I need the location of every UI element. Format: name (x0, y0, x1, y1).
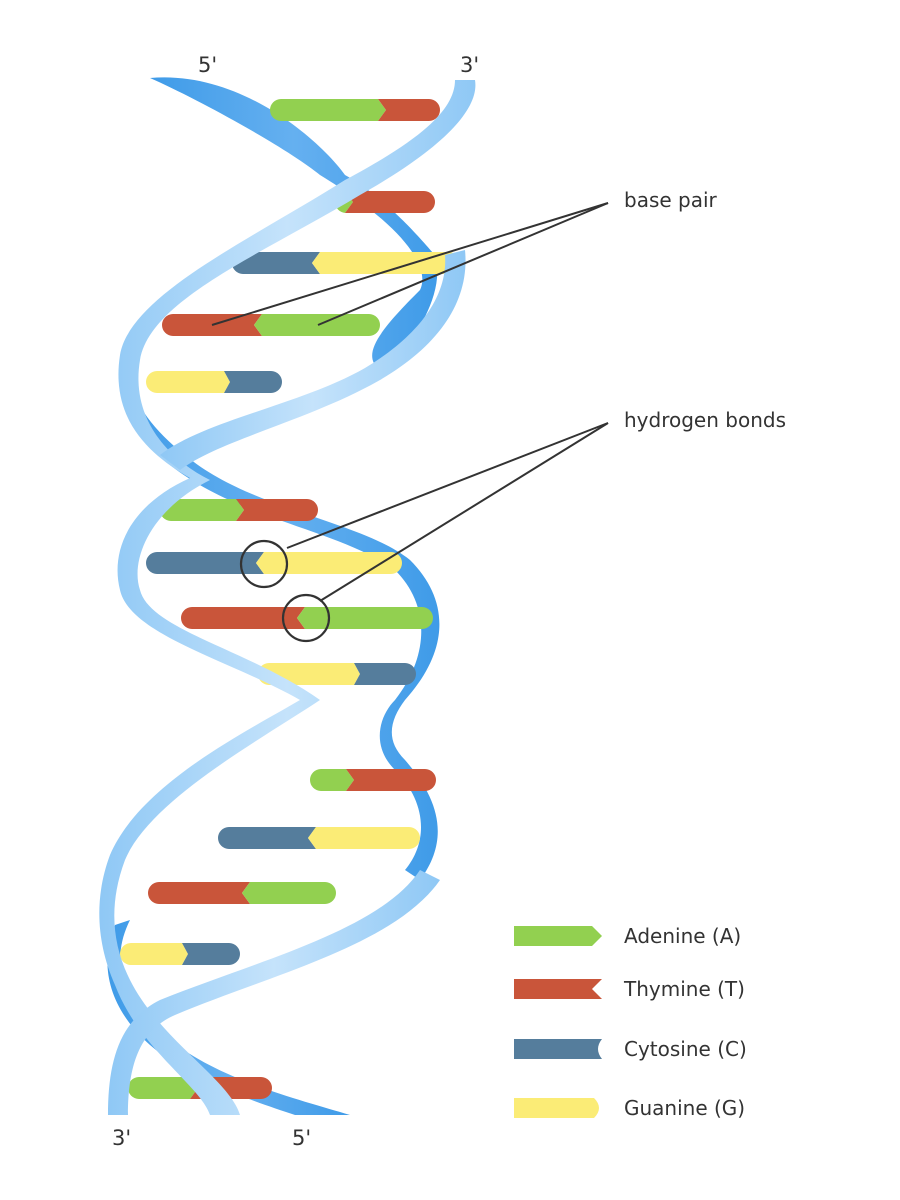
strand-front-segment (99, 80, 476, 1115)
strand-end-label-top-right: 3' (460, 53, 479, 77)
base-G (308, 827, 420, 849)
base-A (254, 314, 380, 336)
base-T (236, 499, 318, 521)
base-A (128, 1077, 198, 1099)
base-T (346, 769, 436, 791)
legend-label-thymine: Thymine (T) (623, 977, 745, 1001)
base-C (218, 827, 316, 849)
base-A (270, 99, 386, 121)
base-T (181, 607, 305, 629)
strand-end-label-bottom-right: 5' (292, 1126, 311, 1150)
strand-front-segment (108, 870, 440, 1115)
legend-label-guanine: Guanine (G) (624, 1096, 745, 1120)
base-pairs (120, 99, 460, 1099)
strand-front-segment (160, 250, 466, 470)
strand-end-label-top-left: 5' (198, 53, 217, 77)
base-A (160, 499, 244, 521)
base-G (256, 552, 402, 574)
callout-line-hydrogen-bonds (286, 422, 609, 549)
base-A (310, 769, 354, 791)
legend-label-adenine: Adenine (A) (624, 924, 741, 948)
strand-end-label-bottom-left: 3' (112, 1126, 131, 1150)
base-C (224, 371, 282, 393)
base-C (232, 252, 320, 274)
legend-swatch-guanine (514, 1098, 599, 1118)
legend-swatch-thymine (514, 979, 602, 999)
legend-label-cytosine: Cytosine (C) (624, 1037, 747, 1061)
callout-line-base-pair (211, 202, 609, 326)
base-G (120, 943, 188, 965)
callout-label-base-pair: base pair (624, 188, 718, 212)
base-A (297, 607, 433, 629)
callout-lines (211, 202, 609, 643)
base-T (148, 882, 250, 904)
callout-line-hydrogen-bonds (319, 422, 609, 602)
legend: Adenine (A) Thymine (T) Cytosine (C) Gua… (514, 924, 747, 1120)
callout-label-hydrogen-bonds: hydrogen bonds (624, 408, 786, 432)
legend-swatch-cytosine (514, 1039, 602, 1059)
base-C (182, 943, 240, 965)
base-T (378, 99, 440, 121)
callout-line-base-pair (317, 202, 609, 326)
base-G (312, 252, 460, 274)
backbone-front (99, 80, 476, 1115)
hydrogen-bond-circle (239, 539, 289, 589)
base-G (146, 371, 230, 393)
base-C (354, 663, 416, 685)
base-T (345, 191, 435, 213)
strand-back-segment (107, 920, 350, 1115)
legend-swatch-adenine (514, 926, 602, 946)
base-C (146, 552, 264, 574)
hydrogen-bond-circle (281, 593, 331, 643)
base-A (242, 882, 336, 904)
